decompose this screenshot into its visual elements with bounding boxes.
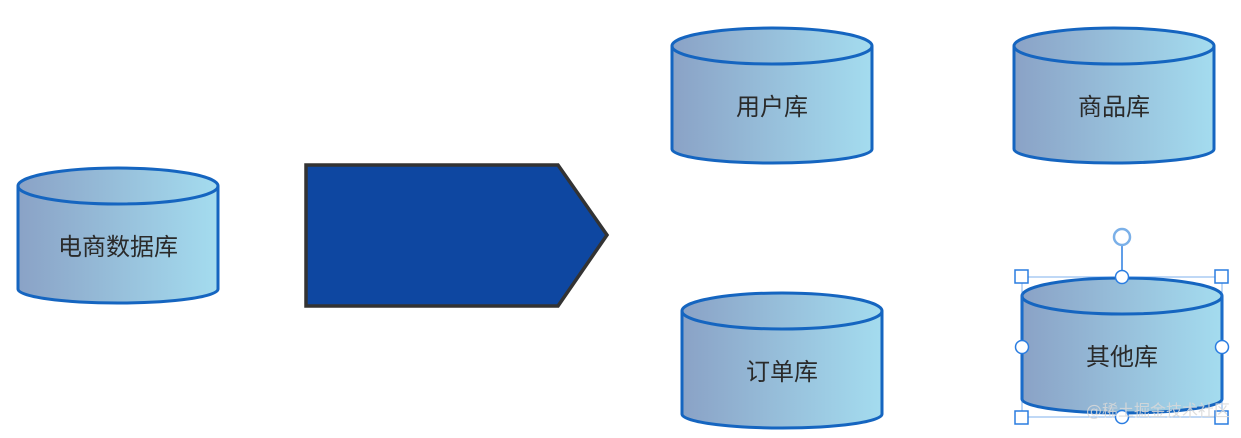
database-users-label: 用户库 — [736, 93, 808, 121]
resize-handle-top-right[interactable] — [1214, 269, 1229, 284]
resize-handle-top-left[interactable] — [1014, 269, 1029, 284]
resize-handle-bottom-right[interactable] — [1214, 410, 1229, 425]
resize-handle-bottom-left[interactable] — [1014, 410, 1029, 425]
database-orders-label: 订单库 — [746, 358, 818, 386]
database-users[interactable]: 用户库 — [670, 26, 874, 165]
resize-handle-right[interactable] — [1214, 339, 1230, 355]
rotate-handle[interactable] — [1112, 227, 1132, 247]
database-others[interactable]: 其他库 — [1020, 276, 1224, 415]
resize-handle-left[interactable] — [1014, 339, 1030, 355]
watermark-text: @稀土掘金技术社区 — [1086, 401, 1230, 420]
resize-handle-top[interactable] — [1114, 269, 1130, 285]
database-source-label: 电商数据库 — [58, 233, 178, 261]
database-products[interactable]: 商品库 — [1012, 26, 1216, 165]
database-products-label: 商品库 — [1078, 93, 1150, 121]
arrow-shape[interactable] — [304, 163, 610, 308]
database-orders[interactable]: 订单库 — [680, 291, 884, 430]
database-others-label: 其他库 — [1086, 343, 1158, 371]
resize-handle-bottom[interactable] — [1114, 409, 1130, 425]
database-source[interactable]: 电商数据库 — [16, 166, 220, 305]
